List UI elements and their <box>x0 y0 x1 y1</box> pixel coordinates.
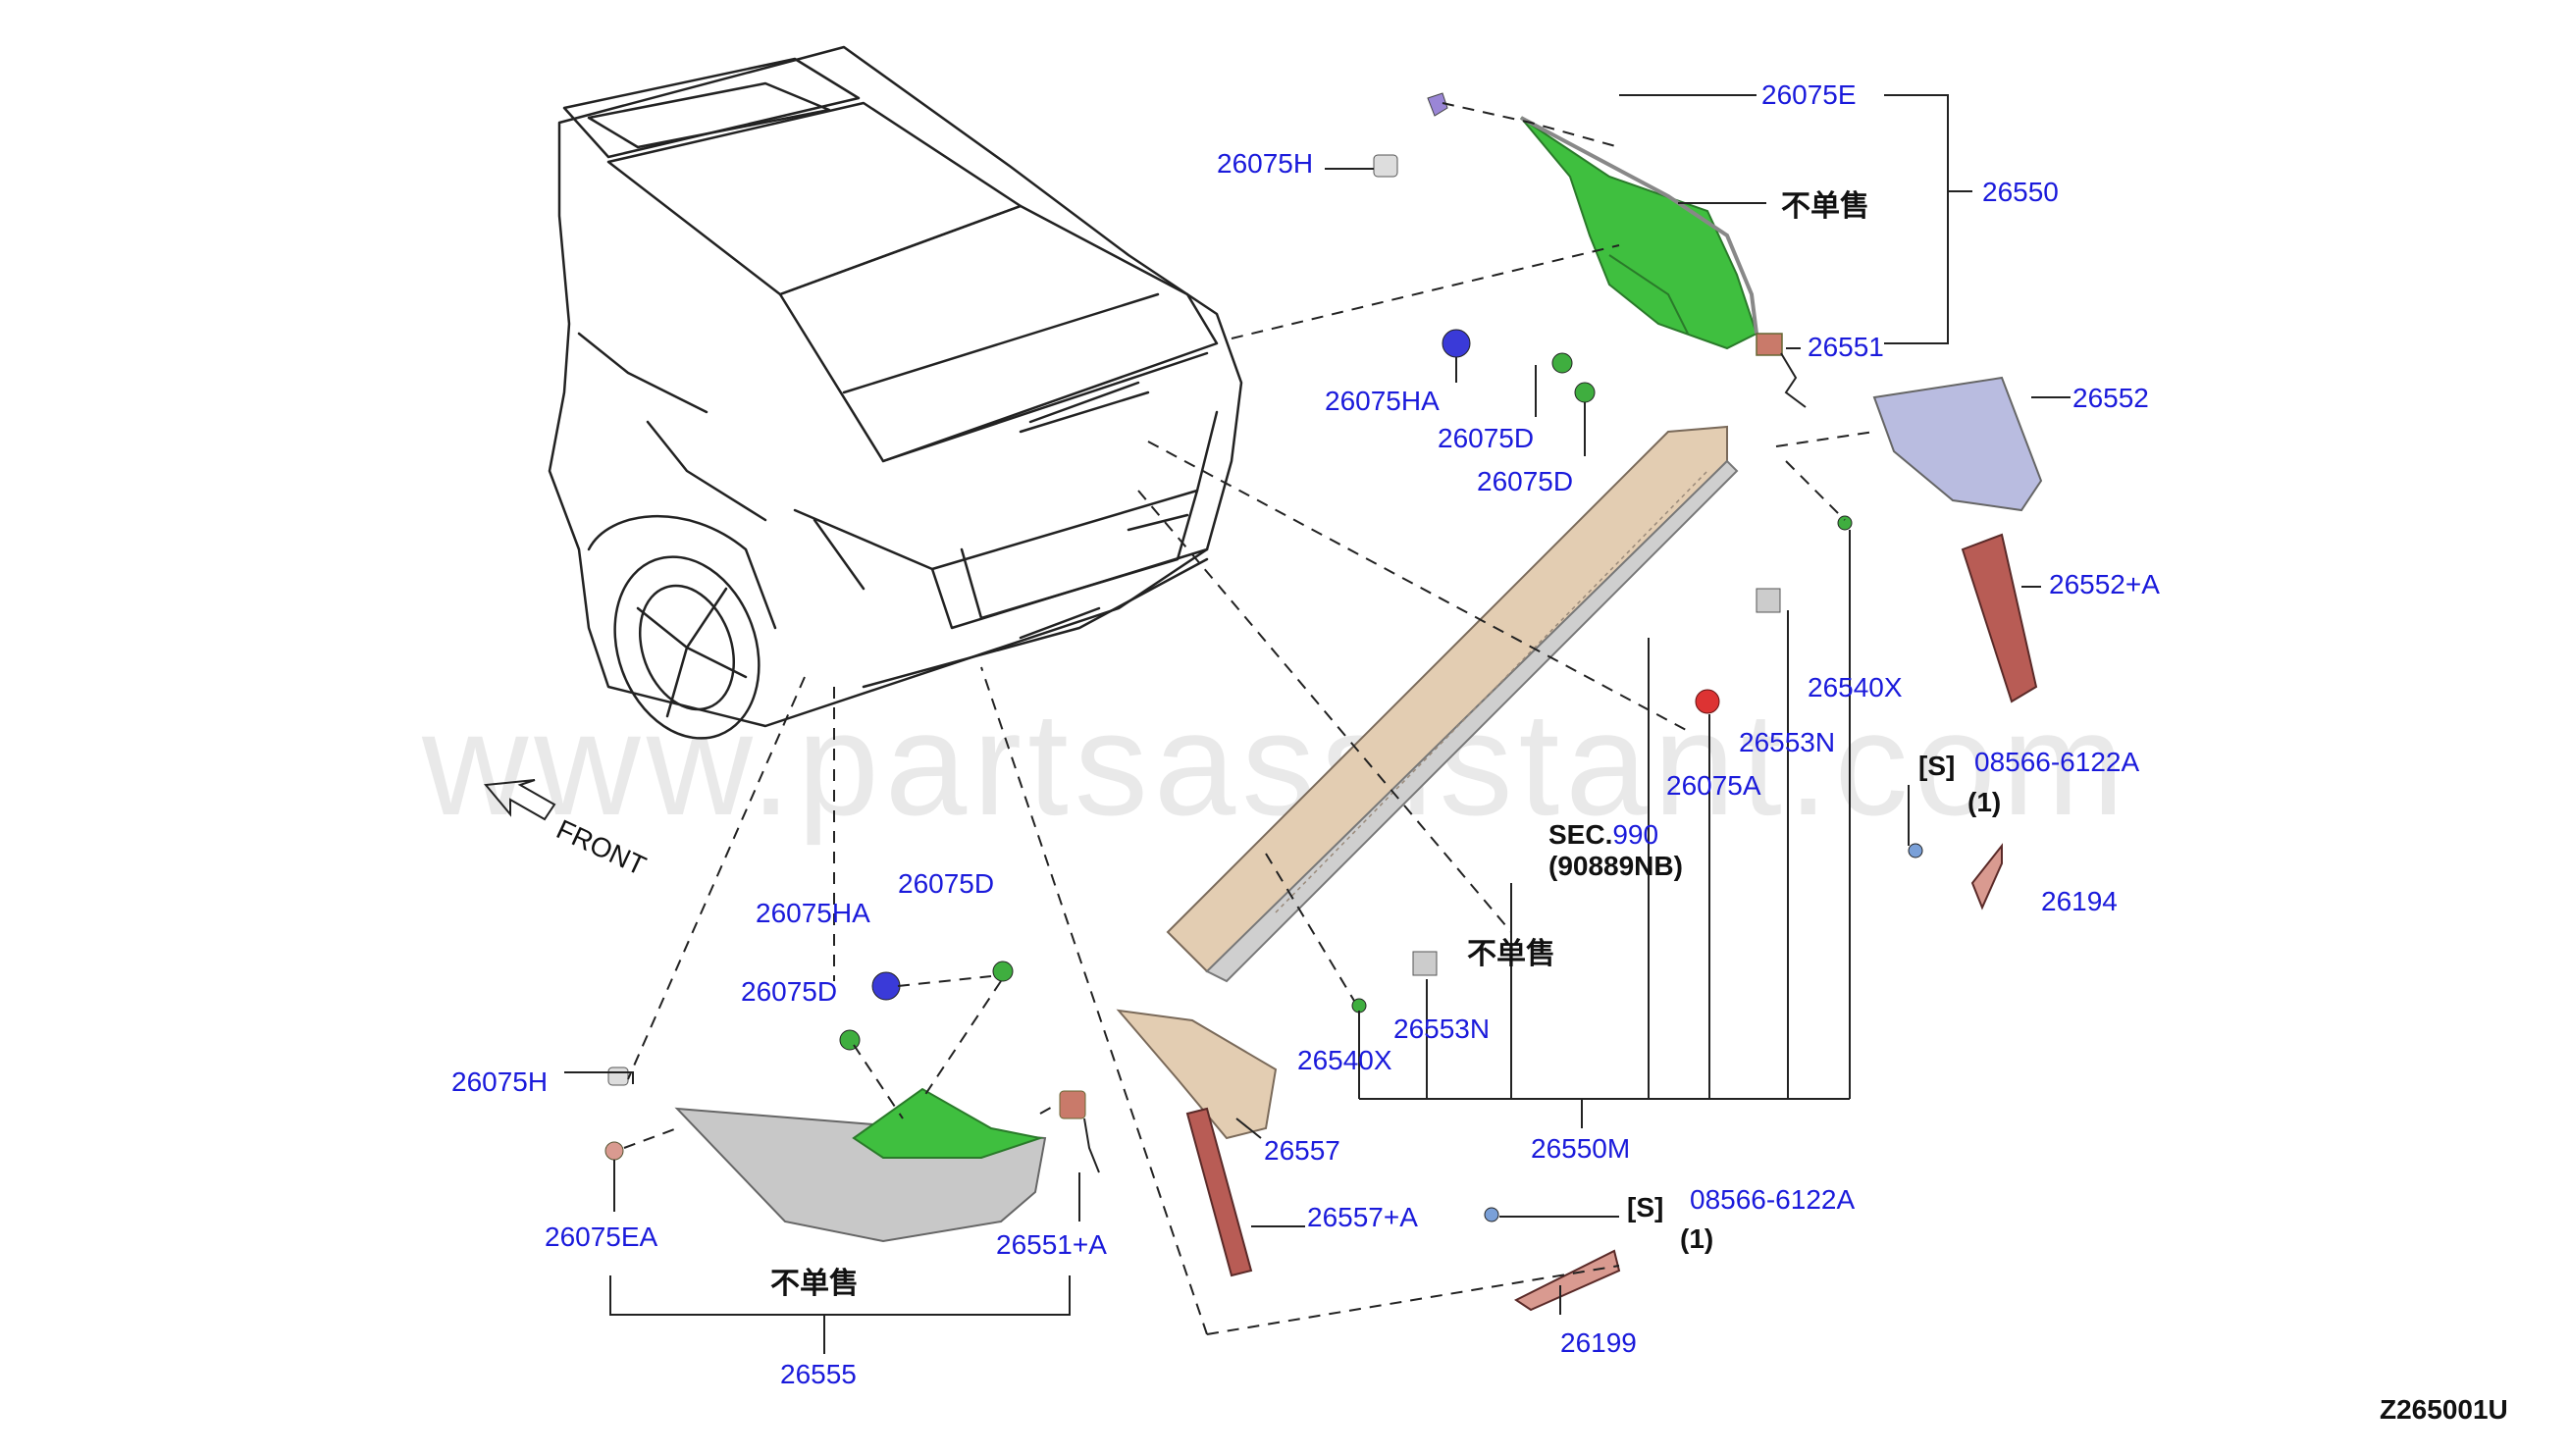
label-26557[interactable]: 26557 <box>1264 1135 1340 1166</box>
label-not-sold-top: 不单售 <box>1781 189 1869 224</box>
rear-combination-lamp-lower <box>674 1087 1047 1243</box>
watermark: www.partsassistant.com <box>421 681 2130 846</box>
label-not-sold-bottom: 不单售 <box>770 1267 859 1301</box>
clip-26075HA-bottom-icon <box>871 971 901 1001</box>
label-26557A[interactable]: 26557+A <box>1307 1202 1418 1232</box>
label-26553N-right[interactable]: 26553N <box>1739 727 1835 757</box>
label-26553N-left[interactable]: 26553N <box>1393 1014 1490 1044</box>
reflector-26199 <box>1484 1207 1621 1312</box>
label-26552[interactable]: 26552 <box>2072 383 2149 413</box>
label-26075H-top[interactable]: 26075H <box>1217 148 1313 179</box>
bulb-socket-26551A <box>1059 1090 1100 1173</box>
reflector-26557A <box>1185 1107 1253 1277</box>
label-08566-1[interactable]: 08566-6122A <box>1974 747 2139 777</box>
label-26551[interactable]: 26551 <box>1808 332 1884 362</box>
part-labels: 26075E 26075H 不单售 26550 26551 26075HA 26… <box>451 79 2508 1425</box>
label-s-tag-1: [S] <box>1918 751 1955 781</box>
clip-26075D-bottom-icons <box>839 961 1014 1051</box>
label-26075E[interactable]: 26075E <box>1761 79 1857 110</box>
label-26552A[interactable]: 26552+A <box>2049 569 2160 599</box>
label-26550M[interactable]: 26550M <box>1531 1133 1630 1164</box>
sec-prefix: SEC. <box>1548 819 1612 850</box>
sec-number[interactable]: 990 <box>1612 819 1658 850</box>
label-26075D-top2[interactable]: 26075D <box>1477 466 1573 496</box>
grommet-26075H-bottom-icon <box>607 1066 629 1086</box>
label-26075D-top1[interactable]: 26075D <box>1438 423 1534 453</box>
label-26551A[interactable]: 26551+A <box>996 1229 1107 1260</box>
rear-combination-lamp-rh <box>1520 116 1758 350</box>
label-26075EA[interactable]: 26075EA <box>545 1222 658 1252</box>
diagram-code: Z265001U <box>2380 1394 2508 1425</box>
label-qty-1: (1) <box>1967 787 2001 817</box>
label-qty-2: (1) <box>1680 1223 1713 1254</box>
label-26075A[interactable]: 26075A <box>1666 770 1761 801</box>
bulb-socket-26551 <box>1756 333 1807 408</box>
vehicle-rear-illustration <box>548 45 1243 740</box>
reflector-26194 <box>1908 843 2003 910</box>
label-08566-2[interactable]: 08566-6122A <box>1690 1184 1855 1215</box>
screw-26075EA-icon <box>604 1141 624 1161</box>
reflector-26552A <box>1961 533 2038 703</box>
label-26075D-bottom2[interactable]: 26075D <box>741 976 837 1007</box>
label-s-tag-2: [S] <box>1627 1192 1663 1222</box>
label-26540X-left[interactable]: 26540X <box>1297 1045 1392 1075</box>
label-sec-sub: (90889NB) <box>1548 851 1683 881</box>
label-26555[interactable]: 26555 <box>780 1359 857 1389</box>
label-26075HA-top[interactable]: 26075HA <box>1325 386 1440 416</box>
bracket-26552 <box>1872 376 2043 512</box>
bumper-brackets-small <box>1351 515 1853 1014</box>
label-26075HA-bottom[interactable]: 26075HA <box>756 898 870 928</box>
clip-26075D-top-icons <box>1551 352 1596 403</box>
label-26540X-right[interactable]: 26540X <box>1808 672 1903 702</box>
label-26194[interactable]: 26194 <box>2041 886 2118 916</box>
leader-lines <box>564 94 2071 1354</box>
screw-26075E-icon <box>1427 92 1448 117</box>
grommet-26075H-top-icon <box>1373 154 1398 178</box>
label-sec-prefix: SEC.990 <box>1548 819 1658 850</box>
label-26075H-bottom[interactable]: 26075H <box>451 1066 548 1097</box>
rear-bumper-fascia <box>1166 425 1739 983</box>
label-not-sold-mid: 不单售 <box>1467 937 1555 971</box>
clip-26075HA-top-icon <box>1442 329 1471 358</box>
label-26550[interactable]: 26550 <box>1982 177 2059 207</box>
label-26199[interactable]: 26199 <box>1560 1327 1637 1358</box>
trim-26557 <box>1116 1009 1278 1140</box>
label-26075D-bottom1[interactable]: 26075D <box>898 868 994 899</box>
